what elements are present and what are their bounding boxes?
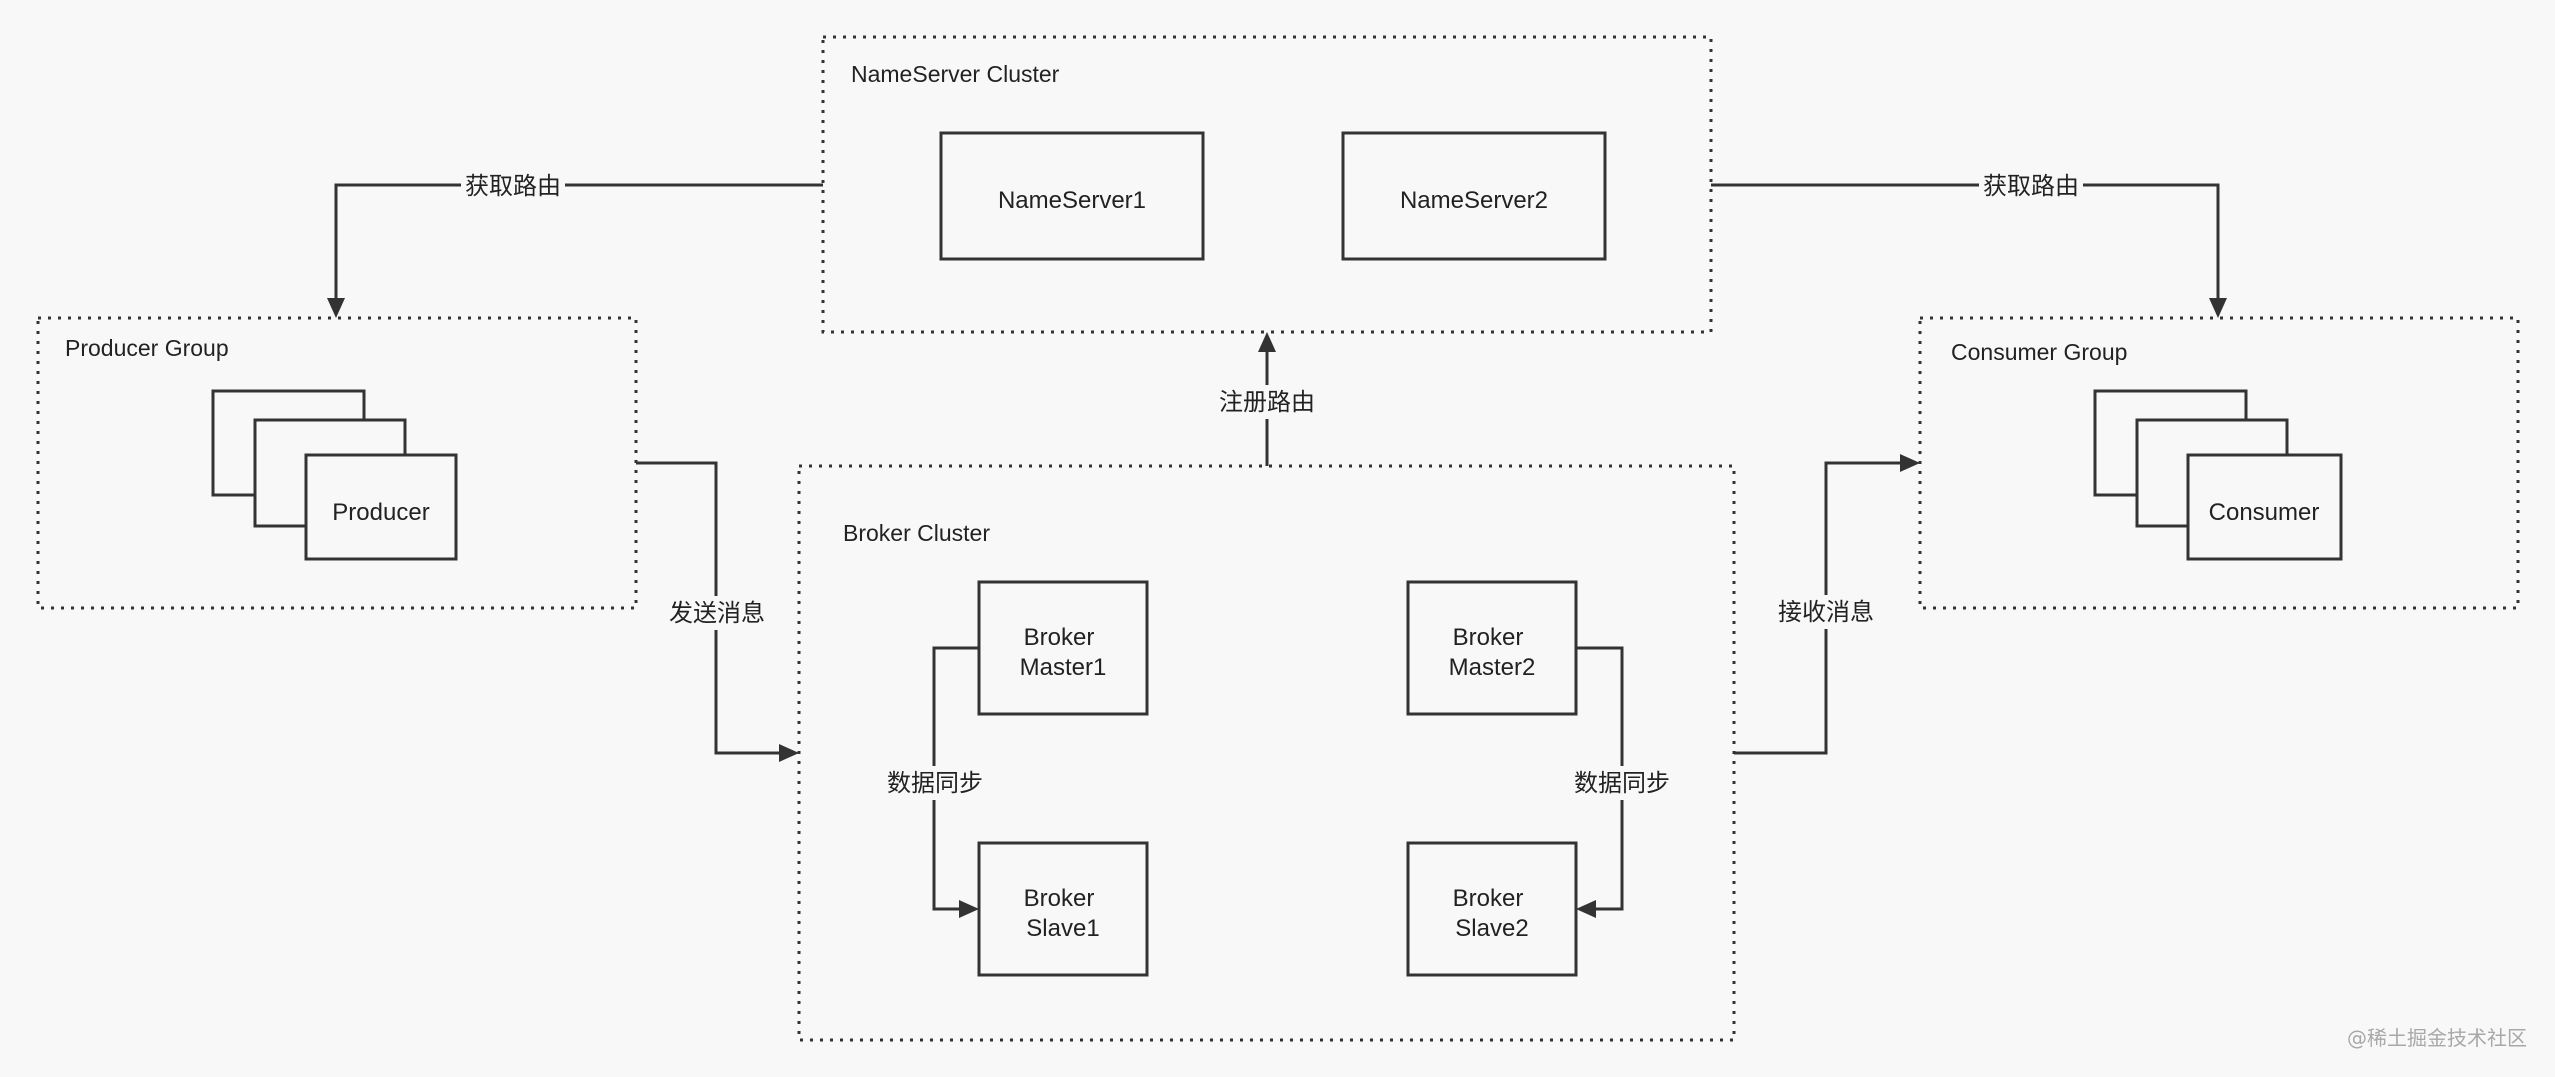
nameserver2-label: NameServer2 [1400, 187, 1548, 214]
producer-group-title: Producer Group [65, 335, 229, 361]
edge-producer-get-route-label-bg [461, 169, 565, 201]
watermark: @稀土掘金技术社区 [2347, 1026, 2527, 1050]
edge-register-route-label-bg [1214, 385, 1320, 419]
arrow-right-icon [1900, 454, 1920, 472]
broker-slave2-node: Broker Slave2 [1406, 841, 1578, 977]
broker-slave1-box [977, 841, 1149, 977]
nameserver-cluster-group: NameServer Cluster [821, 35, 1713, 334]
broker-master1-label-line2: Master1 [1020, 654, 1107, 681]
arrow-down-icon [327, 298, 345, 318]
edge-send-message-label-bg [665, 596, 769, 630]
broker-slave1-label-line2: Slave1 [1026, 915, 1099, 942]
edge-register-route: 注册路由 [1214, 332, 1320, 466]
nameserver-cluster-title: NameServer Cluster [851, 61, 1060, 87]
arrow-right-icon [959, 900, 979, 918]
edge-sync2: 数据同步 [1570, 646, 1674, 918]
edge-receive-message-label-bg [1774, 595, 1878, 629]
arrow-right-icon [779, 744, 799, 762]
consumer-group-title: Consumer Group [1951, 339, 2127, 365]
arrow-left-icon [1576, 900, 1596, 918]
edge-producer-get-route-label: 获取路由 [465, 172, 561, 200]
arrow-up-icon [1258, 332, 1276, 352]
producer-label: Producer [332, 499, 429, 526]
broker-cluster-border [797, 464, 1736, 1042]
consumer-label: Consumer [2209, 499, 2320, 526]
edge-sync2-label: 数据同步 [1574, 769, 1670, 797]
edge-sync2-label-bg [1570, 766, 1674, 800]
edge-sync1: 数据同步 [883, 646, 987, 918]
edge-receive-message-label: 接收消息 [1778, 598, 1874, 626]
edge-producer-get-route: 获取路由 [327, 169, 823, 318]
producer-card-front [304, 453, 458, 561]
producer-stack: Producer [211, 389, 458, 561]
consumer-stack: Consumer [2093, 389, 2343, 561]
broker-cluster-title: Broker Cluster [843, 520, 990, 546]
broker-slave2-box [1406, 841, 1578, 977]
nameserver2-node: NameServer2 [1341, 131, 1607, 261]
broker-cluster-group: Broker Cluster [797, 464, 1736, 1042]
edge-sync1-label: 数据同步 [887, 769, 983, 797]
edge-consumer-get-route-label: 获取路由 [1983, 172, 2079, 200]
broker-master2-label-line2: Master2 [1449, 654, 1536, 681]
edge-consumer-get-route-line [1711, 183, 2220, 302]
nameserver1-label: NameServer1 [998, 187, 1146, 214]
edge-register-route-label: 注册路由 [1219, 388, 1315, 416]
broker-master1-node: Broker Master1 [977, 580, 1149, 716]
broker-master1-label-line1: Broker [1024, 624, 1095, 651]
edge-consumer-get-route-label-bg [1979, 169, 2083, 201]
broker-slave2-label-line2: Slave2 [1455, 915, 1528, 942]
broker-slave2-label-line1: Broker [1453, 885, 1524, 912]
nameserver2-box [1341, 131, 1607, 261]
broker-master2-label-line1: Broker [1453, 624, 1524, 651]
edge-sync1-label-bg [883, 766, 987, 800]
edge-send-message: 发送消息 [636, 461, 799, 762]
arrow-down-icon [2209, 298, 2227, 318]
nameserver1-node: NameServer1 [939, 131, 1205, 261]
edge-consumer-get-route: 获取路由 [1711, 169, 2227, 318]
consumer-card-front [2186, 453, 2343, 561]
edge-receive-message: 接收消息 [1734, 454, 1920, 755]
broker-slave1-node: Broker Slave1 [977, 841, 1149, 977]
broker-master2-node: Broker Master2 [1406, 580, 1578, 716]
edge-producer-get-route-line [334, 183, 823, 302]
nameserver1-box [939, 131, 1205, 261]
broker-slave1-label-line1: Broker [1024, 885, 1095, 912]
edge-send-message-label: 发送消息 [669, 599, 765, 627]
broker-master1-box [977, 580, 1149, 716]
broker-master2-box [1406, 580, 1578, 716]
